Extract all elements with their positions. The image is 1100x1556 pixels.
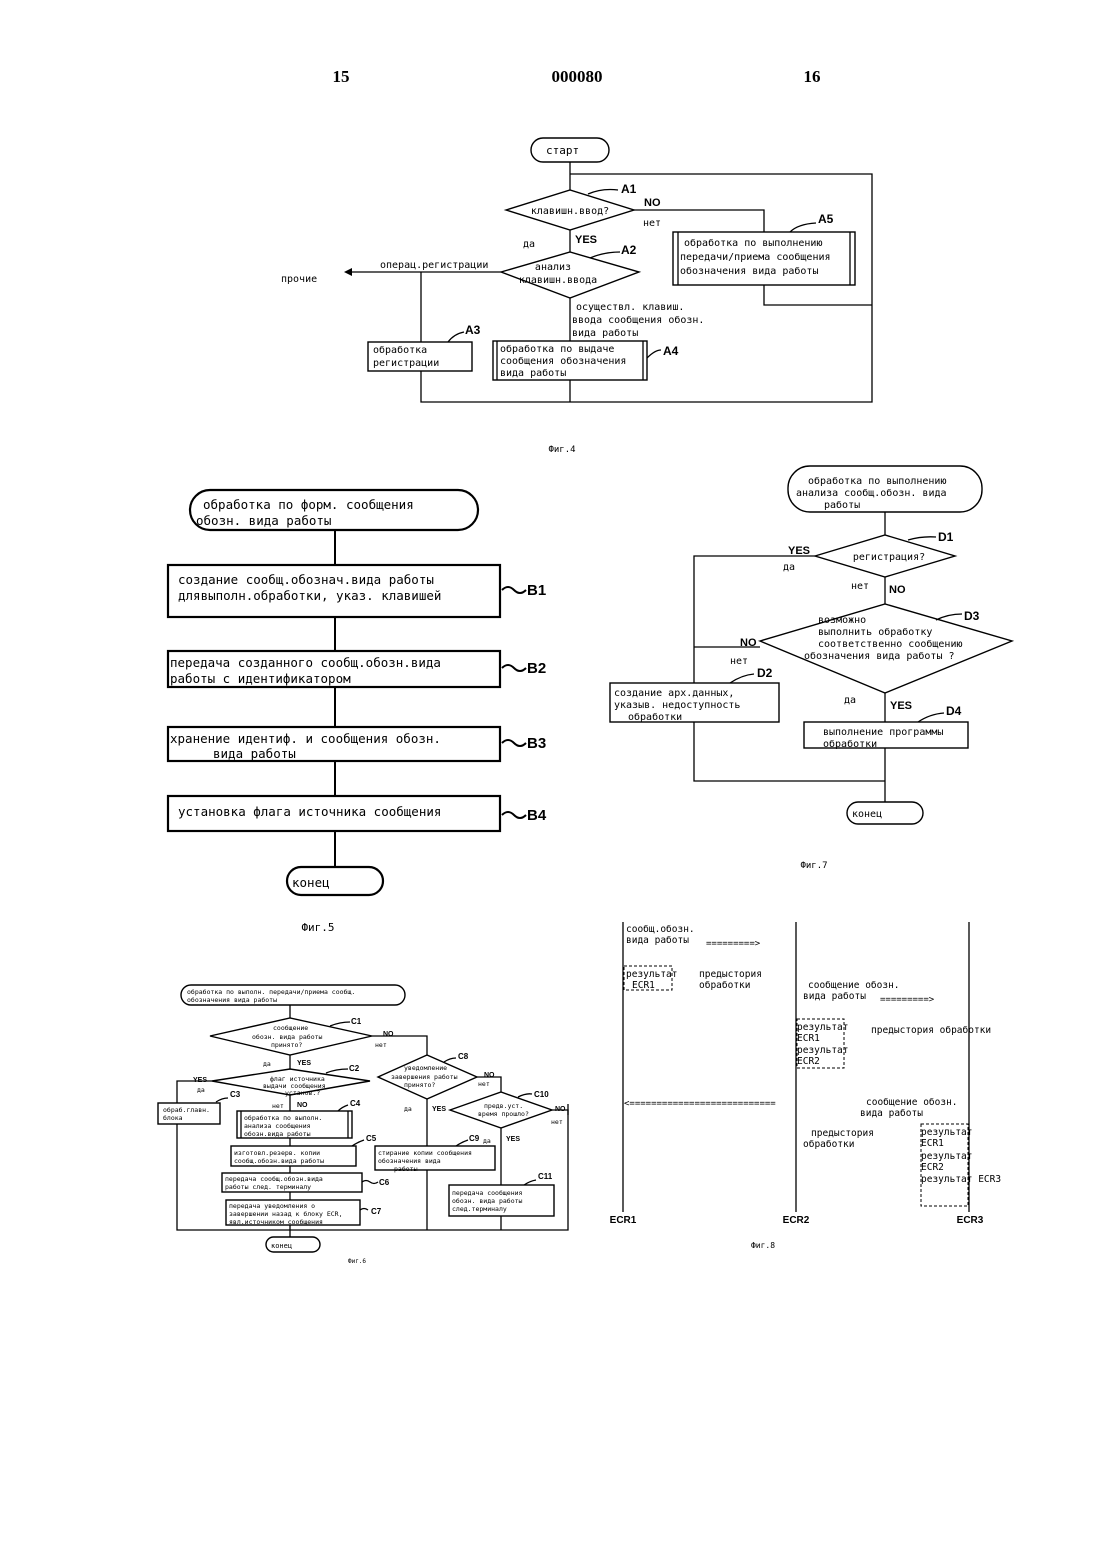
figure-7: обработка по выполнению анализа сообщ.об… xyxy=(610,466,1012,871)
figure-8: сообщ.обозн. вида работы =========> резу… xyxy=(610,922,1001,1250)
figure-6: обработка по выполн. передачи/приема соо… xyxy=(158,985,568,1265)
fig6-c5-label: C5 xyxy=(366,1134,377,1143)
fig8-ecr3-label: ECR3 xyxy=(957,1215,984,1226)
fig6-c4-label: C4 xyxy=(350,1099,361,1108)
fig4-no-label: NO xyxy=(644,197,661,209)
fig7-d1-net: нет xyxy=(851,581,869,592)
fig8-msg2-arrow: =========> xyxy=(880,995,935,1005)
fig7-d3-net: нет xyxy=(730,656,748,667)
fig5-b4-text: установка флага источника сообщения xyxy=(178,804,441,819)
fig6-c10-da: да xyxy=(483,1137,491,1145)
fig7-d1-no: NO xyxy=(889,584,906,596)
fig6-c2-label: C2 xyxy=(349,1064,360,1073)
fig6-caption: Фиг.6 xyxy=(348,1258,366,1265)
fig4-a1-label: A1 xyxy=(621,182,637,196)
fig8-hist2-text: предыстория обработки xyxy=(871,1025,991,1036)
fig6-c2-net: нет xyxy=(272,1102,284,1110)
fig7-end-text: конец xyxy=(852,809,882,820)
fig8-hist3-text: предыстория обработки xyxy=(803,1128,880,1150)
fig4-a5-label: A5 xyxy=(818,212,834,226)
fig7-d2-label: D2 xyxy=(757,666,773,680)
fig6-c8-net: нет xyxy=(478,1080,490,1088)
fig6-c2-text: флаг источника выдачи сообщения установ.… xyxy=(263,1075,330,1097)
page-number-left: 15 xyxy=(333,67,350,86)
fig5-b1-text: создание сообщ.обознач.вида работы длявы… xyxy=(178,572,441,603)
document-number: 000080 xyxy=(552,67,603,86)
fig4-yes-label: YES xyxy=(575,234,597,246)
fig4-caption: Фиг.4 xyxy=(548,445,575,455)
fig4-branch-other: прочие xyxy=(281,274,317,285)
fig6-c1-da: да xyxy=(263,1060,271,1068)
fig4-a2-label: A2 xyxy=(621,243,637,257)
fig4-a4-label: A4 xyxy=(663,344,679,358)
fig6-c8-no: NO xyxy=(484,1072,495,1079)
fig8-caption: Фиг.8 xyxy=(751,1241,775,1250)
fig6-c10-yes: YES xyxy=(506,1136,520,1143)
fig6-c3-label: C3 xyxy=(230,1090,241,1099)
fig8-res1-text: результат ECR1 xyxy=(626,969,683,991)
fig4-start-text: старт xyxy=(546,144,579,157)
fig7-d4-label: D4 xyxy=(946,704,962,718)
fig4-a3-label: A3 xyxy=(465,323,481,337)
fig7-d3-yes: YES xyxy=(890,700,912,712)
figure-4: старт клавишн.ввод? A1 NO нет обработка … xyxy=(281,138,872,455)
fig6-c8-label: C8 xyxy=(458,1052,469,1061)
fig8-ecr1-label: ECR1 xyxy=(610,1215,637,1226)
fig6-c5-text: изготовл.резерв. копии сообщ.обозн.вида … xyxy=(234,1149,324,1165)
fig6-c7-label: C7 xyxy=(371,1207,382,1216)
fig4-a5-text: обработка по выполнению передачи/приема … xyxy=(680,237,837,277)
fig5-end-text: конец xyxy=(292,875,330,890)
fig7-d3-label: D3 xyxy=(964,609,980,623)
fig7-d3-da: да xyxy=(844,695,856,706)
fig5-caption: Фиг.5 xyxy=(301,921,334,934)
fig7-d1-da: да xyxy=(783,562,795,573)
fig8-res2-text: результат ECR1 результат ECR2 xyxy=(797,1022,854,1067)
fig6-c10-text: предв.уст. время прошло? xyxy=(478,1102,529,1118)
fig8-hist1-text: предыстория обработки xyxy=(699,969,768,991)
fig7-d1-yes: YES xyxy=(788,545,810,557)
fig4-da-label: да xyxy=(523,239,535,250)
fig6-c1-yes: YES xyxy=(297,1060,311,1067)
fig7-d1-text: регистрация? xyxy=(853,552,925,563)
fig6-c1-label: C1 xyxy=(351,1017,362,1026)
fig5-b4-label: B4 xyxy=(527,807,547,824)
figure-5: обработка по форм. сообщения обозн. вида… xyxy=(168,490,547,934)
fig8-msg3-arrow: <=========================== xyxy=(624,1099,776,1109)
fig8-msg3-text: сообщение обозн. вида работы xyxy=(860,1097,963,1119)
fig6-c8-da: да xyxy=(404,1105,412,1113)
fig5-b1-label: B1 xyxy=(527,582,546,599)
fig6-c10-label: C10 xyxy=(534,1090,549,1099)
fig7-d1-label: D1 xyxy=(938,530,954,544)
fig6-end-text: конец xyxy=(271,1242,292,1250)
fig5-b2-label: B2 xyxy=(527,660,546,677)
fig4-a1-text: клавишн.ввод? xyxy=(531,206,609,217)
fig6-c10-net: нет xyxy=(551,1118,563,1126)
fig6-c11-label: C11 xyxy=(538,1172,553,1181)
fig6-c2-no: NO xyxy=(297,1102,308,1109)
page-header: 15 000080 16 xyxy=(333,67,821,86)
fig8-res3-text: результат ECR1 результат ECR2 результат … xyxy=(921,1127,1001,1185)
fig6-c8-yes: YES xyxy=(432,1106,446,1113)
fig6-c2-da: да xyxy=(197,1086,205,1094)
fig4-branch-registration: операц.регистрации xyxy=(380,260,488,271)
fig6-c6-label: C6 xyxy=(379,1178,390,1187)
fig6-c9-label: C9 xyxy=(469,1134,480,1143)
fig8-msg1-arrow: =========> xyxy=(706,939,761,949)
fig6-c1-no: NO xyxy=(383,1031,394,1038)
fig4-branch-message: осуществл. клавиш. ввода сообщения обозн… xyxy=(572,302,710,339)
fig8-ecr2-label: ECR2 xyxy=(783,1215,810,1226)
fig8-msg1-text: сообщ.обозн. вида работы xyxy=(626,924,700,946)
fig5-b3-label: B3 xyxy=(527,735,546,752)
page-number-right: 16 xyxy=(804,67,821,86)
fig4-net-label: нет xyxy=(643,218,661,229)
fig6-c1-net: нет xyxy=(375,1041,387,1049)
fig7-caption: Фиг.7 xyxy=(800,861,827,871)
